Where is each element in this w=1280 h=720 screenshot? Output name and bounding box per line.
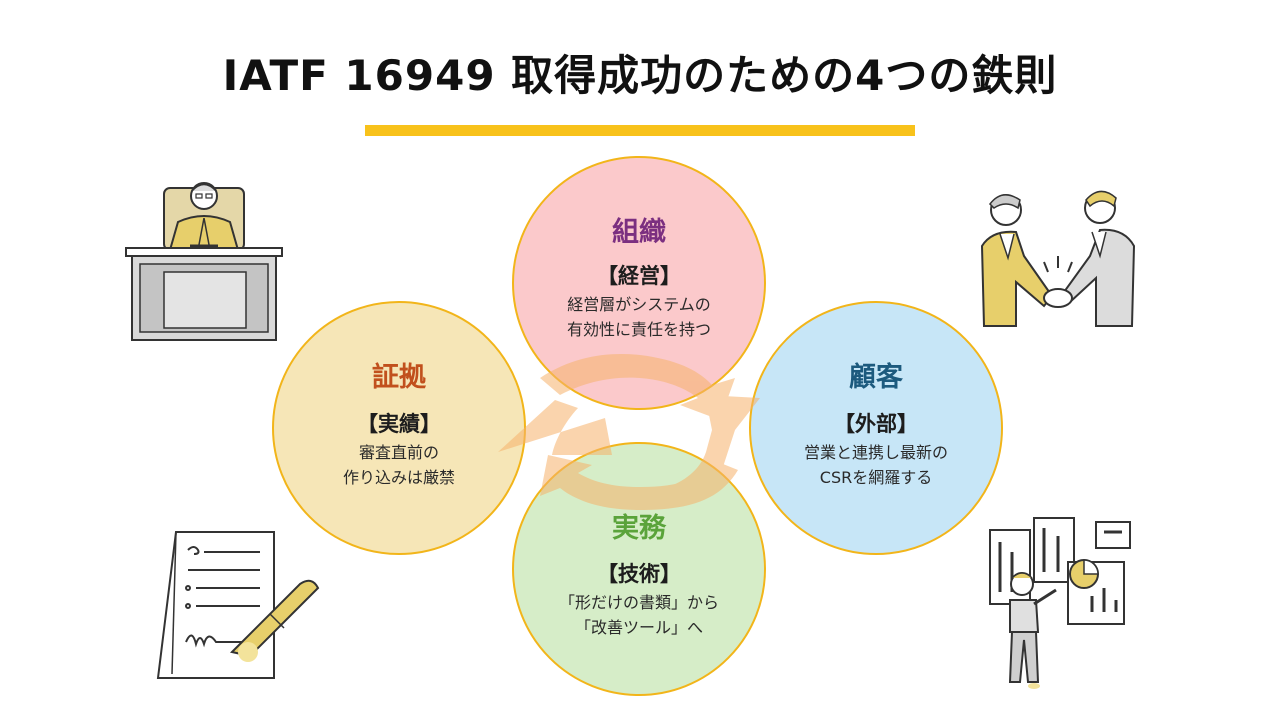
pillar-practice-line1: 「形だけの書類」から bbox=[558, 593, 719, 612]
title-underline bbox=[365, 125, 915, 136]
pillar-evidence: 証拠 【実績】 審査直前の 作り込みは厳禁 bbox=[272, 301, 526, 555]
handshake-illustration bbox=[980, 190, 1136, 327]
executive-at-desk-illustration bbox=[125, 182, 283, 341]
pillar-practice-subheading: 【技術】 bbox=[597, 562, 681, 586]
pillar-organization-line2: 有効性に責任を持つ bbox=[566, 320, 711, 339]
pillar-customer: 顧客 【外部】 営業と連携し最新の CSRを網羅する bbox=[749, 301, 1003, 555]
pillar-practice-line2: 「改善ツール」へ bbox=[574, 618, 703, 637]
pillar-customer-line1: 営業と連携し最新の bbox=[803, 443, 948, 462]
pillar-organization-heading: 組織 bbox=[612, 217, 666, 248]
pillar-evidence-heading: 証拠 bbox=[372, 362, 426, 393]
pillar-organization-subheading: 【経営】 bbox=[597, 264, 681, 288]
signed-document-illustration bbox=[156, 531, 320, 679]
pillar-evidence-subheading: 【実績】 bbox=[357, 412, 441, 436]
pillar-practice: 実務 【技術】 「形だけの書類」から 「改善ツール」へ bbox=[512, 442, 766, 696]
pillar-evidence-line2: 作り込みは厳禁 bbox=[342, 468, 455, 487]
pillar-evidence-line1: 審査直前の bbox=[358, 443, 439, 462]
pillar-customer-line2: CSRを網羅する bbox=[819, 468, 933, 487]
analyst-with-charts-illustration bbox=[989, 517, 1131, 689]
pillar-practice-heading: 実務 bbox=[612, 513, 666, 544]
pillar-customer-heading: 顧客 bbox=[849, 362, 903, 393]
pillar-organization-line1: 経営層がシステムの bbox=[567, 295, 711, 314]
pillar-customer-subheading: 【外部】 bbox=[834, 412, 918, 436]
pillar-organization: 組織 【経営】 経営層がシステムの 有効性に責任を持つ bbox=[512, 156, 766, 410]
page-title: IATF 16949 取得成功のための4つの鉄則 bbox=[222, 51, 1058, 100]
